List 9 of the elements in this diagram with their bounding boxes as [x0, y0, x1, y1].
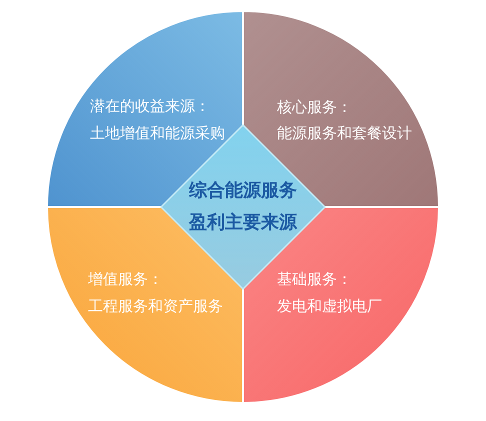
sector-text: 工程服务和资产服务 — [88, 297, 223, 315]
sector-heading: 潜在的收益来源： — [90, 97, 210, 115]
sector-heading: 基础服务： — [277, 270, 352, 288]
sector-text: 发电和虚拟电厂 — [277, 297, 382, 315]
sector-heading: 核心服务： — [277, 98, 352, 116]
center-title: 综合能源服务盈利主要来源 — [188, 179, 298, 235]
sector-text: 能源服务和套餐设计 — [277, 124, 412, 142]
sector-heading: 增值服务： — [88, 270, 163, 288]
sector-text: 土地增值和能源采购 — [90, 124, 225, 142]
